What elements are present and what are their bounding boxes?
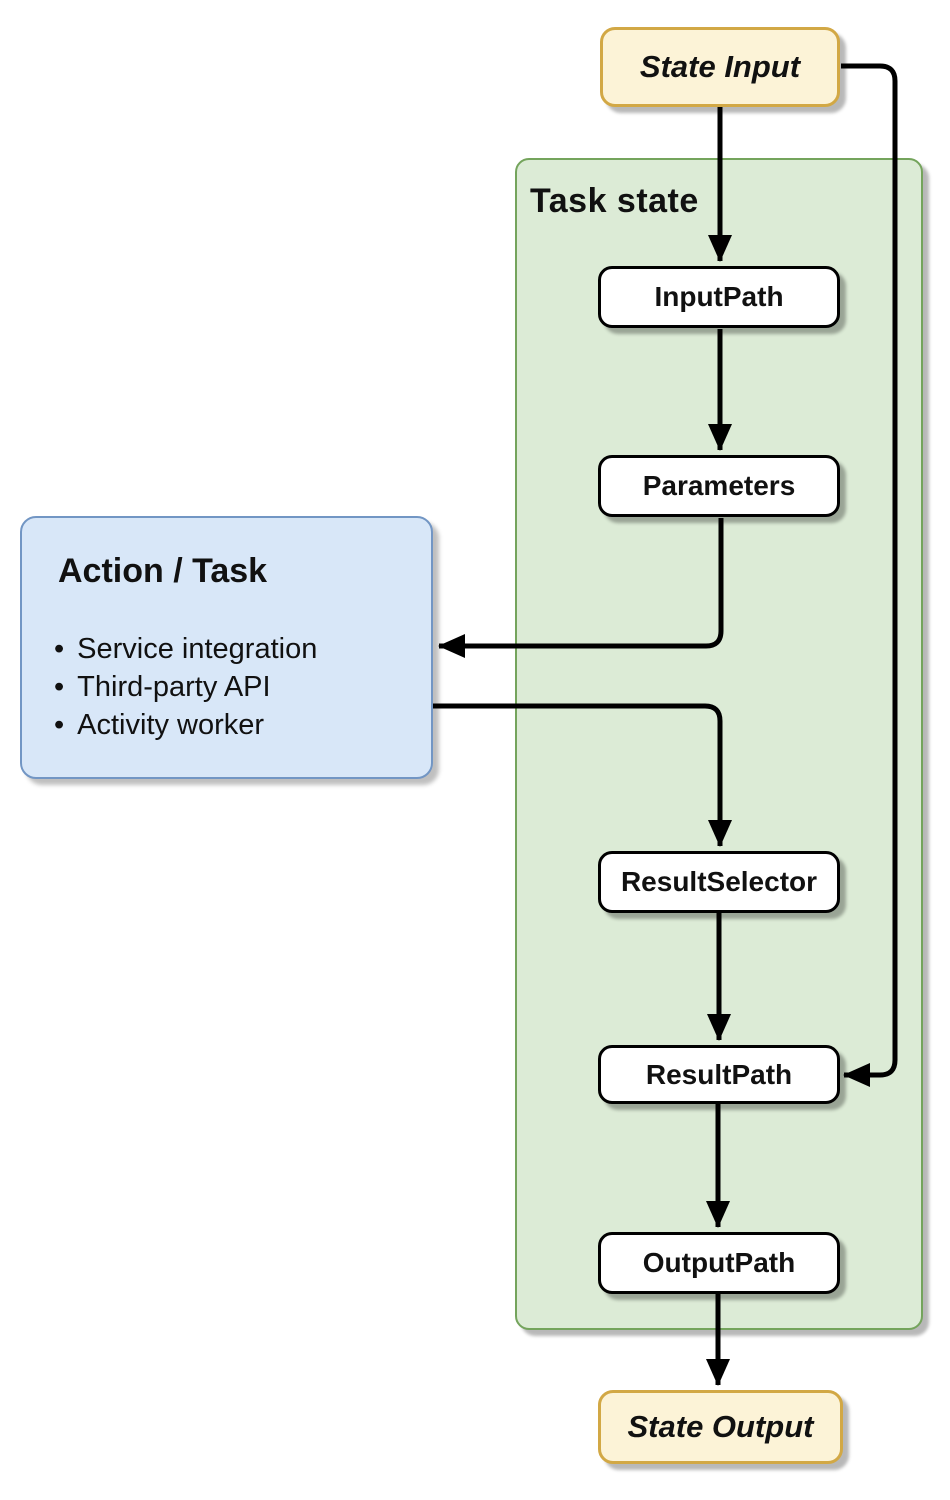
step-inputpath: InputPath <box>598 266 840 328</box>
action-task-title: Action / Task <box>58 552 268 590</box>
step-inputpath-label: InputPath <box>654 281 784 312</box>
state-output-label: State Output <box>627 1409 814 1444</box>
step-resultselector: ResultSelector <box>598 851 840 913</box>
step-resultpath: ResultPath <box>598 1045 840 1104</box>
step-parameters: Parameters <box>598 455 840 517</box>
action-task-bullet-activity-worker: Activity worker <box>54 706 317 744</box>
step-outputpath: OutputPath <box>598 1232 840 1294</box>
step-resultselector-label: ResultSelector <box>620 866 818 897</box>
action-task-bullet-third-party-api: Third-party API <box>54 668 317 706</box>
state-output-node: State Output <box>598 1390 843 1464</box>
action-task-bullet-list: Service integration Third-party API Acti… <box>54 630 317 744</box>
action-task-node: Action / Task Service integration Third-… <box>20 516 433 779</box>
action-task-bullet-service-integration: Service integration <box>54 630 317 668</box>
step-parameters-label: Parameters <box>642 470 796 501</box>
task-state-panel <box>515 158 923 1330</box>
step-outputpath-label: OutputPath <box>642 1247 796 1278</box>
state-input-node: State Input <box>600 27 840 107</box>
step-resultpath-label: ResultPath <box>645 1058 793 1090</box>
state-input-label: State Input <box>639 49 801 84</box>
task-state-panel-title: Task state <box>530 182 699 220</box>
